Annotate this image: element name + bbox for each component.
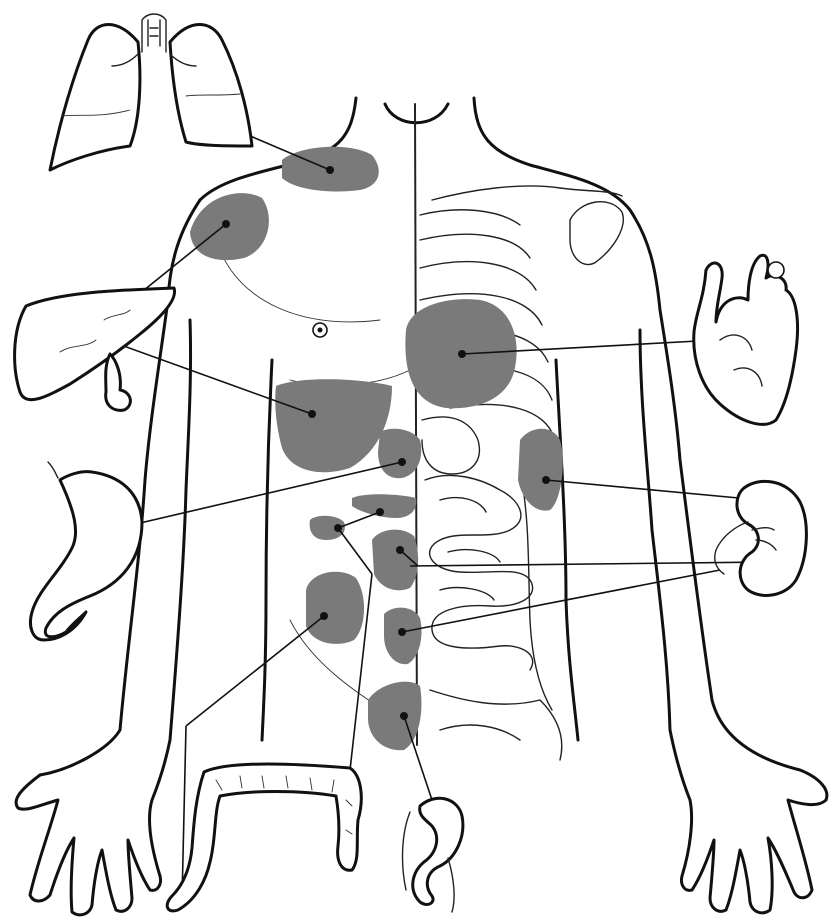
colon-icon [167, 764, 361, 911]
torso-right-side [556, 360, 578, 740]
kidney-icon [715, 481, 807, 595]
neck-collar [385, 104, 448, 123]
heart-icon [694, 255, 798, 424]
right-arm-inner [640, 330, 670, 730]
right-hand [670, 730, 826, 913]
leader-kidney [546, 480, 760, 500]
leader-colon [186, 616, 324, 726]
humerus-head [570, 202, 623, 265]
appendix-icon [403, 798, 463, 912]
pain-zones [190, 147, 563, 750]
zone-pancreas [352, 494, 416, 518]
stomach-internal [422, 417, 479, 474]
leader-duodenum-2 [338, 528, 372, 574]
lungs-icon [50, 14, 252, 170]
neck-right [474, 98, 630, 210]
leader-duodenum [338, 512, 380, 528]
rib-1 [420, 210, 520, 225]
leader-appendix [404, 716, 436, 812]
rib-2 [420, 234, 530, 258]
zone-liver [275, 379, 392, 472]
pectoral-left [220, 250, 380, 322]
stomach-icon [31, 462, 143, 640]
zone-liver-shoulder [190, 193, 269, 260]
clavicle [432, 186, 622, 200]
rib-3 [420, 262, 536, 290]
small-intestine-2 [440, 498, 500, 600]
zone-colon [306, 572, 364, 644]
zone-appendix [368, 682, 421, 751]
leader-ureter [402, 570, 720, 632]
zone-stomach [378, 429, 421, 478]
liver-icon [15, 288, 175, 410]
torso-left-side [262, 360, 272, 740]
pelvis [430, 690, 562, 760]
left-arm-inner [170, 320, 191, 740]
left-hand [16, 740, 170, 915]
